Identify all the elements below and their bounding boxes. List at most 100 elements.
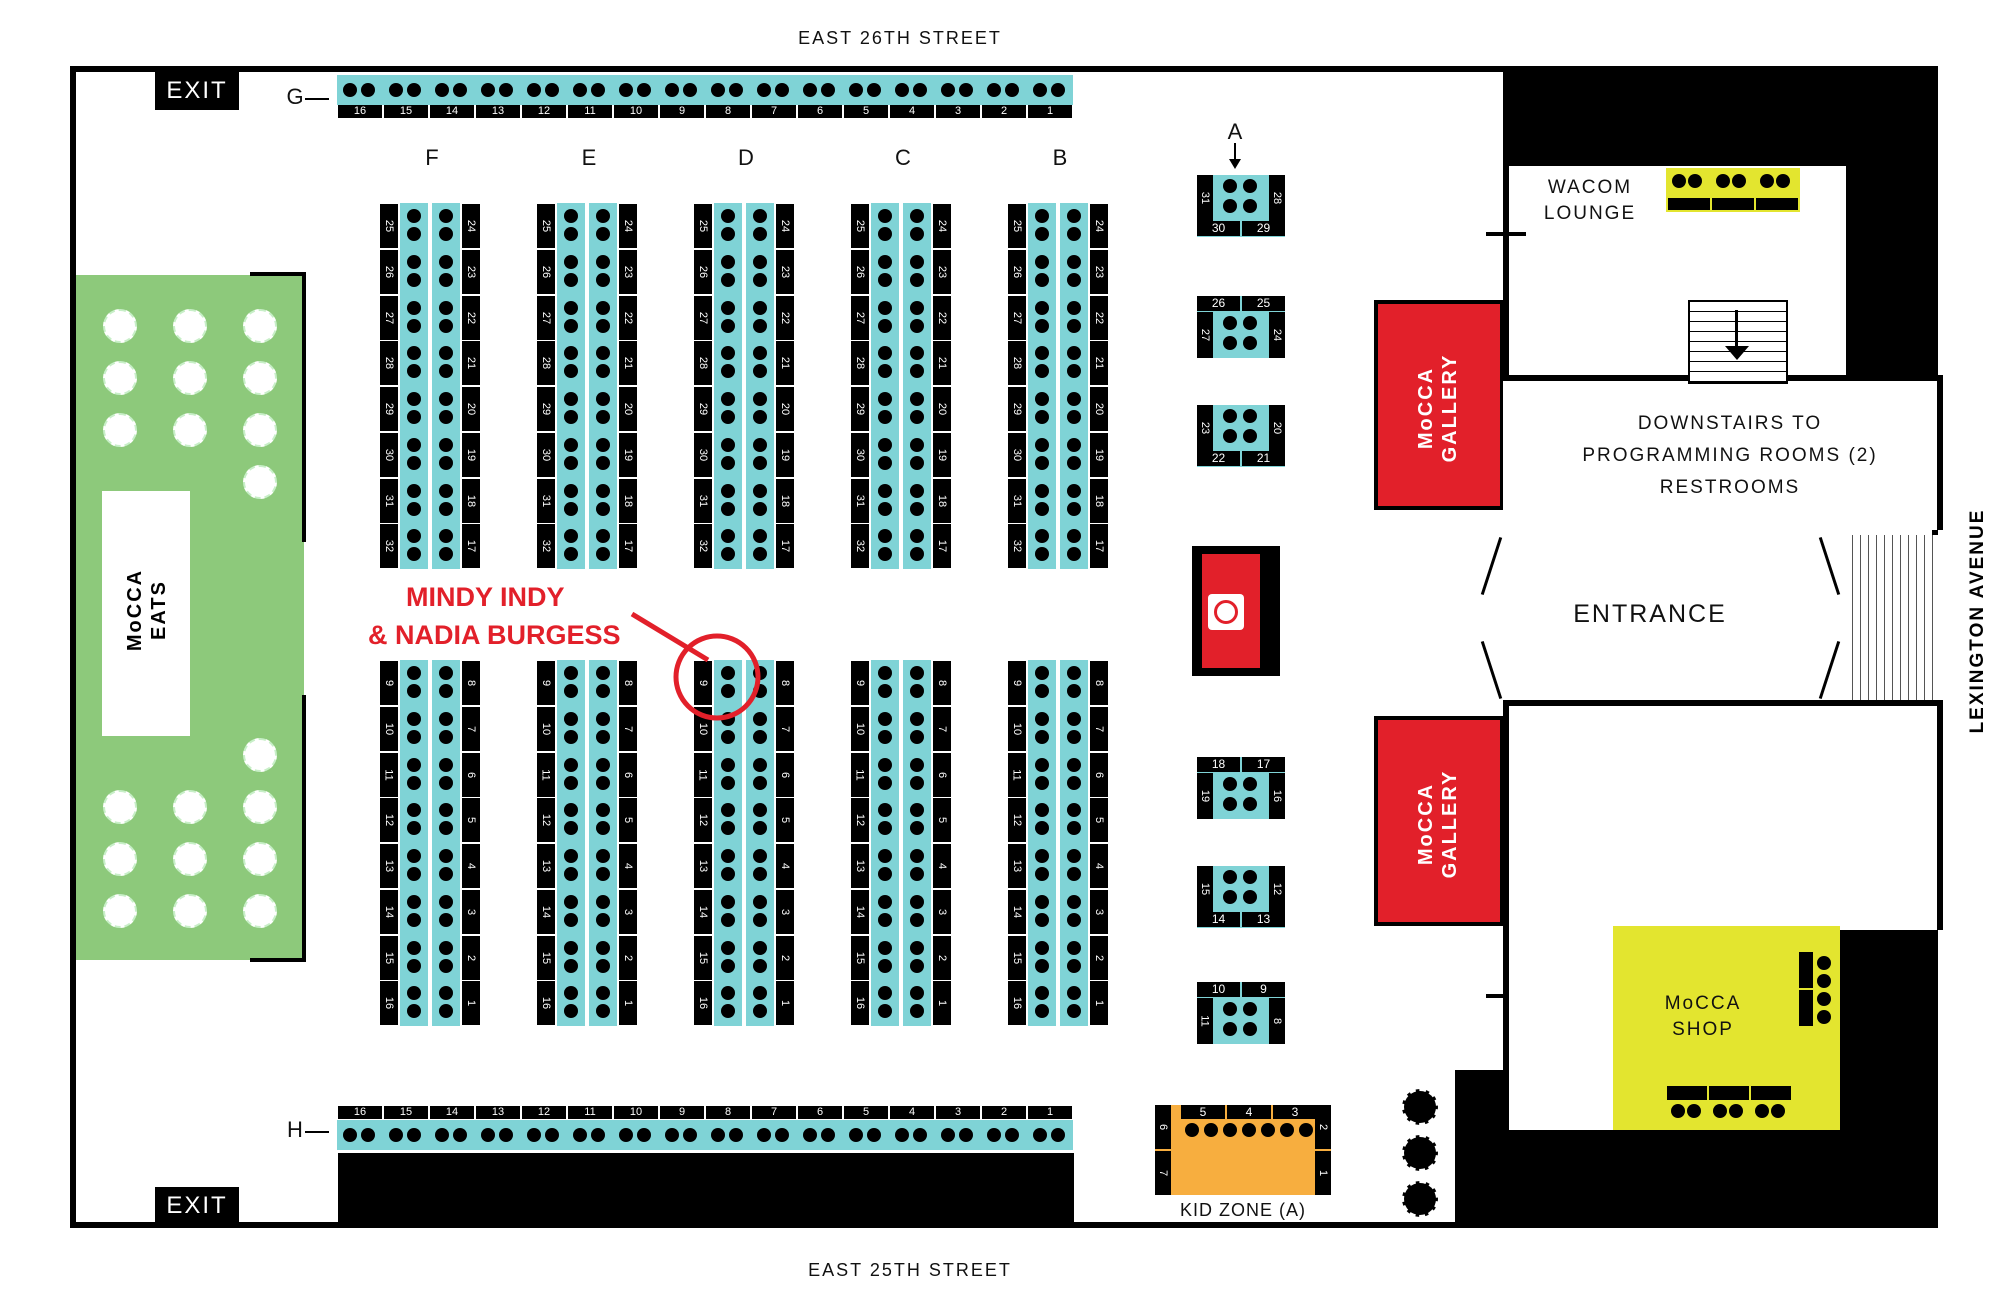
row-e-seat — [596, 392, 610, 406]
row-b-seat — [1035, 346, 1049, 361]
row-c-table-number-text: 15 — [854, 951, 866, 964]
row-b-table-number-text: 11 — [1010, 768, 1023, 781]
row-b-table-number: 13 — [1008, 844, 1026, 888]
row-e-seat — [564, 711, 578, 726]
row-c-seat — [878, 729, 892, 744]
row-e-table-number-text: 23 — [622, 265, 634, 278]
row-h-table-number: 10 — [614, 1106, 658, 1119]
row-a-table-number: 18 — [1197, 757, 1240, 772]
row-g-seat — [821, 83, 835, 97]
row-f-seat — [439, 1004, 453, 1019]
row-d-seat — [721, 346, 735, 361]
row-b-seat — [1067, 986, 1081, 1001]
row-b-seat — [1067, 757, 1081, 772]
row-b-seat — [1067, 529, 1081, 544]
row-h-seat — [343, 1128, 357, 1142]
row-c-seat — [878, 254, 892, 269]
row-g-table-number: 10 — [614, 105, 658, 118]
row-g-table-number: 2 — [982, 105, 1026, 118]
row-d-seat — [753, 849, 767, 863]
row-b-table-number-text: 19 — [1093, 448, 1105, 461]
row-c-seat — [878, 757, 892, 772]
mocca-eats-wall-right-bottom — [302, 695, 306, 960]
row-b-seat — [1035, 867, 1049, 881]
row-e-table-number-text: 3 — [622, 908, 634, 915]
row-b-table-number: 27 — [1008, 295, 1026, 340]
row-b-table-number: 11 — [1008, 752, 1026, 797]
row-d-seat — [753, 437, 767, 452]
row-d-seat — [753, 757, 767, 772]
row-f-seat — [439, 684, 453, 698]
row-e-table-number-text: 1 — [622, 1000, 634, 1007]
row-c-table-number: 5 — [933, 798, 951, 843]
row-a-table-number: 14 — [1197, 912, 1240, 927]
row-b-table-number: 18 — [1090, 478, 1108, 523]
row-b-seat — [1035, 849, 1049, 863]
row-d-table-number: 13 — [694, 844, 712, 888]
eats-table — [173, 413, 207, 447]
row-g-table-number: 9 — [660, 105, 704, 118]
row-c-seat — [910, 300, 924, 315]
row-g-table-number: 8 — [706, 105, 750, 118]
row-c-table-number-text: 25 — [854, 219, 866, 233]
row-c-seat — [878, 912, 892, 927]
row-c-table-number: 32 — [851, 524, 869, 569]
row-e-seat — [596, 894, 610, 909]
row-b-seat — [1035, 684, 1049, 698]
row-e-table-number-text: 28 — [540, 357, 552, 370]
row-d-table-number-text: 23 — [779, 265, 791, 278]
row-c-seat — [910, 940, 924, 955]
row-f-table-number: 15 — [380, 935, 398, 980]
row-c-table-number-text: 20 — [936, 402, 948, 416]
row-b-seat — [1035, 392, 1049, 406]
row-c-table-number-text: 19 — [936, 448, 948, 461]
row-g-seat — [637, 83, 651, 97]
row-e-seat — [564, 958, 578, 973]
row-f-table-number-text: 1 — [465, 1000, 477, 1007]
row-f-seat — [439, 803, 453, 818]
row-c-seat — [910, 392, 924, 406]
row-a-arrow-stem — [1234, 143, 1236, 159]
row-b-seat — [1067, 227, 1081, 241]
row-f-seat — [407, 775, 421, 790]
row-b-table-number: 1 — [1090, 981, 1108, 1026]
row-a-table-number-text: 20 — [1271, 421, 1283, 435]
exit-sign-top: EXIT — [155, 72, 239, 110]
row-e-seat — [564, 227, 578, 241]
row-e-table-number-text: 21 — [622, 357, 634, 370]
row-f-seat — [439, 437, 453, 452]
row-f-table-number: 18 — [462, 478, 480, 523]
eats-table — [243, 413, 277, 447]
eats-table — [173, 790, 207, 824]
row-e-table-number-text: 22 — [622, 311, 634, 324]
row-d-table-number-text: 4 — [779, 862, 791, 870]
southeast-structure-left — [1455, 1070, 1503, 1228]
row-b-table-number: 25 — [1008, 204, 1026, 248]
row-b-seat — [1067, 318, 1081, 333]
row-d-seat — [721, 940, 735, 955]
row-h-seat — [941, 1128, 955, 1142]
row-f-table-number-text: 6 — [465, 771, 477, 778]
row-c-seat — [910, 364, 924, 379]
row-d-table-number: 8 — [776, 661, 794, 705]
row-e-table-number: 17 — [619, 524, 637, 569]
row-d-seat — [721, 437, 735, 452]
row-f-table-number-text: 19 — [465, 448, 477, 461]
row-c-table-number-text: 11 — [853, 768, 866, 781]
row-b-table-number-text: 9 — [1011, 679, 1023, 687]
row-h-seat — [435, 1128, 449, 1142]
row-d-table-number-text: 19 — [779, 448, 791, 461]
row-e-table-number: 22 — [619, 295, 637, 340]
row-a-table-number: 8 — [1269, 998, 1285, 1044]
row-d-seat — [721, 803, 735, 818]
row-a-table-number-text: 27 — [1199, 328, 1211, 342]
row-f-seat — [439, 392, 453, 406]
eats-table — [243, 465, 277, 499]
row-b-table-number-text: 17 — [1093, 540, 1105, 553]
row-h-table-number: 8 — [706, 1106, 750, 1119]
row-c-seat — [910, 867, 924, 881]
